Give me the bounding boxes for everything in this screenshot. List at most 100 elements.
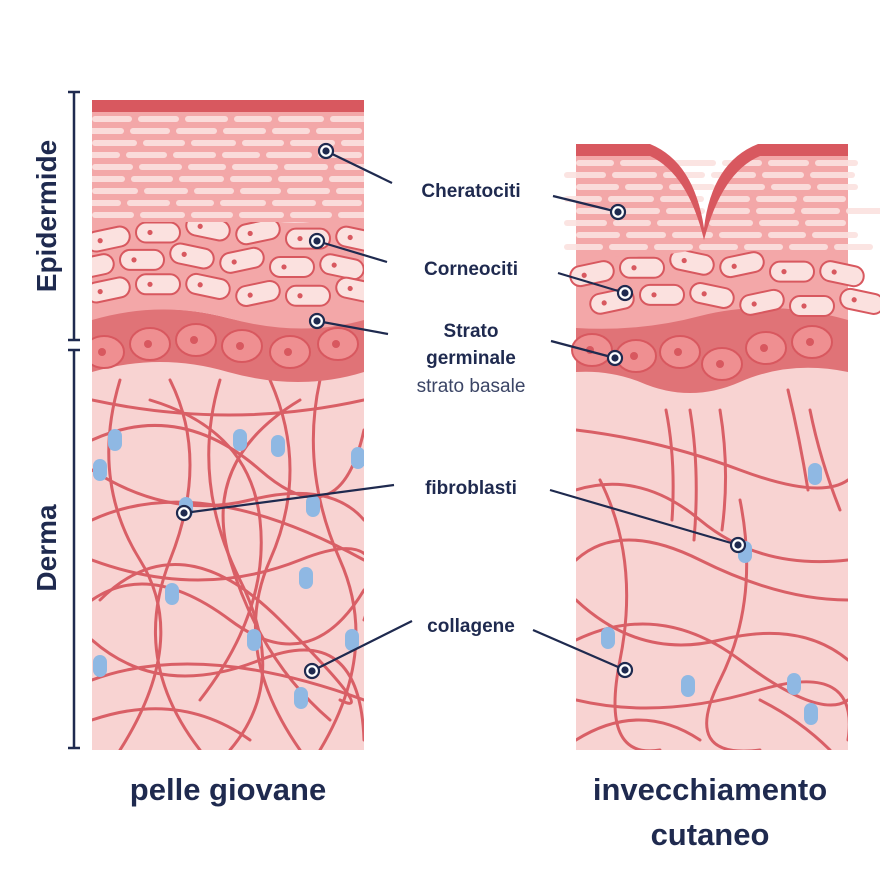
fibroblast-cell <box>804 703 818 725</box>
keratinocyte-cell <box>654 244 693 250</box>
keratinocyte-cell <box>222 152 260 158</box>
keratinocyte-cell <box>657 220 703 226</box>
keratinocyte-cell <box>176 128 217 134</box>
aged-corneocytes <box>569 248 880 317</box>
corneocyte-cell <box>769 260 815 283</box>
young-skin-caption: pelle giovane <box>130 772 326 807</box>
keratinocyte-cell <box>805 220 846 226</box>
fibroblast-cell <box>681 675 695 697</box>
basal-cell <box>269 335 311 369</box>
collagen-fiber <box>576 680 848 742</box>
collagen-fiber <box>92 423 364 499</box>
keratinocyte-cell <box>608 196 654 202</box>
pointer-dot-icon <box>729 536 747 554</box>
collagen-label: collagene <box>427 616 515 637</box>
pointer-dot-icon <box>303 662 321 680</box>
keratinocyte-cell <box>138 116 179 122</box>
keratinocyte-cell <box>92 140 137 146</box>
collagen-fiber <box>758 698 832 750</box>
corneocyte-cell <box>135 221 181 244</box>
keratinocyte-cell <box>176 200 214 206</box>
corneocyte-cell <box>335 276 364 304</box>
fibroblast-cell <box>247 629 261 651</box>
collagen-fiber <box>576 538 848 602</box>
keratinocyte-cell <box>564 172 606 178</box>
pointer-dot-icon <box>616 661 634 679</box>
germinal-label-line1: Strato <box>444 321 499 342</box>
keratinocyte-cell <box>626 232 666 238</box>
keratinocyte-cell <box>609 244 648 250</box>
keratinocyte-cell <box>284 164 328 170</box>
keratinocyte-cell <box>625 184 663 190</box>
fibroblast-cell <box>165 583 179 605</box>
keratinocyte-cell <box>220 200 266 206</box>
keratinocyte-cell <box>316 128 362 134</box>
basal-cell <box>175 323 217 357</box>
keratinocyte-cell <box>576 160 614 166</box>
corneocyte-cell <box>219 246 265 274</box>
fibroblast-cell <box>233 429 247 451</box>
corneocyte-cell <box>639 283 685 306</box>
keratinocyte-cell <box>762 172 804 178</box>
keratinocyte-cell <box>699 244 738 250</box>
keratinocyte-cell <box>287 188 330 194</box>
keratinocyte-cell <box>322 200 362 206</box>
keratinocyte-cell <box>232 164 278 170</box>
collagen-fiber <box>576 428 848 490</box>
aged-keratinocytes <box>564 160 880 250</box>
collagen-fiber <box>576 622 848 707</box>
fibroblast-cell <box>271 435 285 457</box>
fibroblast-cell <box>93 459 107 481</box>
collagen-fiber <box>92 468 364 522</box>
keratinocyte-cell <box>191 140 236 146</box>
basal-sublabel: strato basale <box>417 376 526 397</box>
fibroblast-cell <box>345 629 359 651</box>
keratinocyte-cell <box>92 116 132 122</box>
keratinocyte-cell <box>140 212 185 218</box>
keratinocyte-cell <box>191 212 233 218</box>
fibroblast-cell <box>808 463 822 485</box>
collagen-fiber <box>688 408 698 542</box>
pointer-dot-icon <box>175 504 193 522</box>
young-surface <box>92 100 364 112</box>
collagen-fiber <box>664 408 675 522</box>
keratinocyte-cell <box>744 244 783 250</box>
pointer-dot-icon <box>308 312 326 330</box>
young-fibroblasts <box>93 429 364 709</box>
keratinocyte-cell <box>92 212 134 218</box>
keratinocyte-cell <box>846 208 880 214</box>
keratinocyte-cell <box>278 176 323 182</box>
epidermis-label: Epidermide <box>31 140 62 292</box>
keratinocyte-cell <box>711 208 750 214</box>
fibroblast-cell <box>351 447 364 469</box>
aged-fibroblasts <box>601 463 822 725</box>
pointer-dot-icon <box>317 142 335 160</box>
pointer-dot-icon <box>616 284 634 302</box>
keratinocyte-cell <box>92 164 133 170</box>
corneocytes-label: Corneociti <box>424 259 518 280</box>
keratinocyte-cell <box>278 116 324 122</box>
corneocyte-cell <box>689 281 735 309</box>
keratinocyte-cell <box>336 188 364 194</box>
corneocyte-cell <box>819 260 865 288</box>
basal-cell <box>701 347 743 381</box>
keratinocyte-cell <box>719 232 762 238</box>
aged-dermis <box>576 360 848 750</box>
keratinocyte-cell <box>768 160 809 166</box>
keratinocytes-label: Cheratociti <box>421 181 520 202</box>
fibroblast-cell <box>299 567 313 589</box>
fibroblast-cell <box>306 495 320 517</box>
leader-lines <box>183 150 739 672</box>
keratinocyte-cell <box>338 212 364 218</box>
keratinocyte-cell <box>817 184 858 190</box>
corneocyte-cell <box>235 279 281 307</box>
keratinocyte-cell <box>815 160 858 166</box>
keratinocyte-cell <box>173 152 216 158</box>
collagen-fiber <box>786 388 810 492</box>
corneocyte-cell <box>169 242 215 270</box>
collagen-fiber <box>148 398 263 702</box>
aged-skin-caption-line1: invecchiamento <box>593 772 827 807</box>
keratinocyte-cell <box>194 188 234 194</box>
fibroblast-cell <box>787 673 801 695</box>
